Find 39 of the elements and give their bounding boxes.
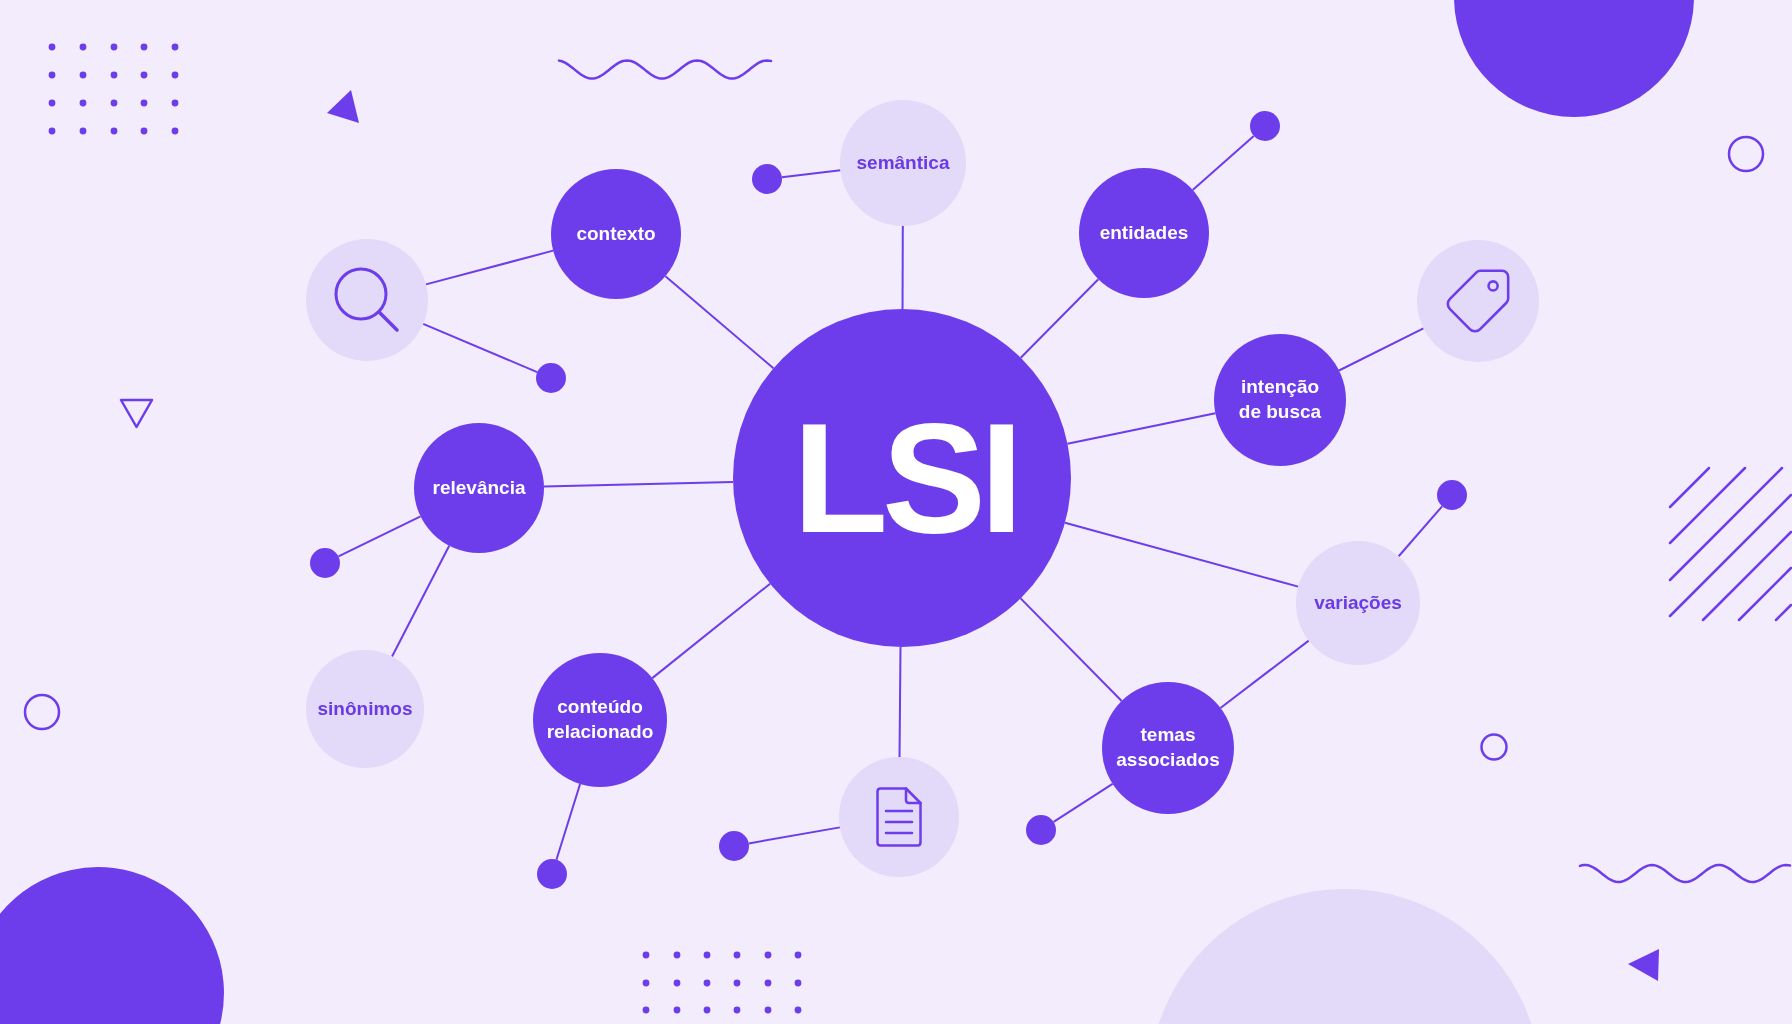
connector-line <box>780 169 842 179</box>
connector-line <box>422 322 539 374</box>
connector-line <box>1219 639 1310 709</box>
connector-line <box>898 646 902 758</box>
connector-line <box>1066 412 1217 445</box>
connector-line <box>555 782 582 861</box>
endpoint-dot <box>719 831 749 861</box>
connector-line <box>1064 521 1300 588</box>
connector-line <box>337 515 422 558</box>
topic-label: contexto <box>576 221 656 246</box>
connector-line <box>1338 327 1425 372</box>
connector-line <box>424 249 555 286</box>
connector-line <box>1052 782 1114 823</box>
connector-line <box>1019 278 1100 359</box>
topic-label: variações <box>1314 590 1402 615</box>
topic-label: intenção de busca <box>1237 375 1323 424</box>
topic-label: entidades <box>1099 220 1189 245</box>
endpoint-dot <box>1437 480 1467 510</box>
topic-label: sinônimos <box>317 696 413 721</box>
connector-line <box>1191 134 1255 191</box>
connector-line <box>1019 597 1123 702</box>
endpoint-dot <box>1026 815 1056 845</box>
endpoint-dot <box>536 363 566 393</box>
connector-line <box>651 582 772 680</box>
connector-line <box>543 481 735 488</box>
connector-line <box>1397 505 1444 558</box>
hub-label: LSI <box>791 400 1018 556</box>
endpoint-dot <box>310 548 340 578</box>
endpoint-dot <box>752 164 782 194</box>
topic-label: relevância <box>432 475 526 500</box>
endpoint-dot <box>1250 111 1280 141</box>
topic-label: temas associados <box>1115 723 1221 772</box>
topic-label: conteúdo relacionado <box>545 695 655 744</box>
endpoint-dot <box>537 859 567 889</box>
connector-line <box>747 826 841 845</box>
connector-line <box>901 225 904 310</box>
connector-line <box>664 275 775 370</box>
topic-label: semântica <box>856 150 950 175</box>
connector-line <box>391 544 451 658</box>
